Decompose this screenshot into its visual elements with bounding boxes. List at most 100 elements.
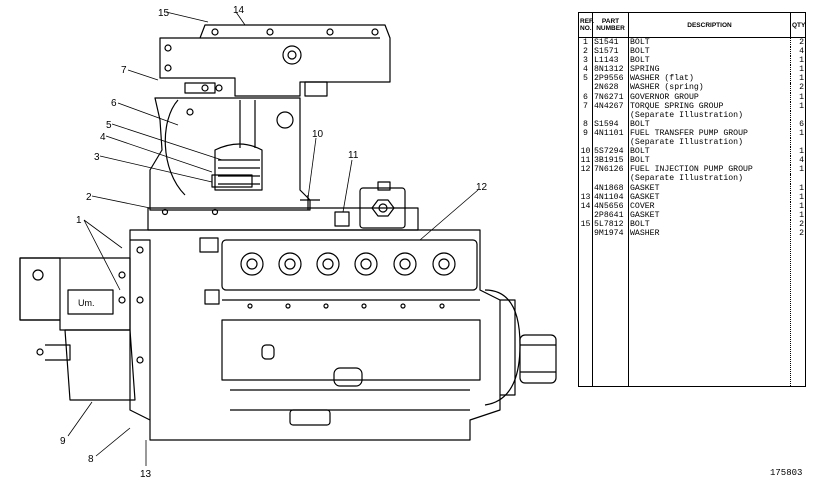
callout-2: 2 <box>86 192 92 203</box>
description-header: DESCRIPTION <box>628 12 791 38</box>
adapter-plate <box>147 181 419 231</box>
qty-cell: 1 <box>790 65 806 75</box>
ref-cell: 14 <box>578 201 593 211</box>
qty-header: QTY <box>790 12 806 38</box>
part-number-cell: 4N5656 <box>592 201 629 211</box>
qty-cell: 1 <box>790 210 806 220</box>
callout-13: 13 <box>140 469 152 480</box>
ref-cell: 8 <box>578 119 593 129</box>
description-cell: GOVERNOR GROUP <box>628 92 791 102</box>
callout-8: 8 <box>88 454 94 465</box>
callout-3: 3 <box>94 152 100 163</box>
description-cell: (Separate Illustration) <box>628 110 791 120</box>
description-cell: GASKET <box>628 192 791 202</box>
ref-cell: 7 <box>578 101 593 111</box>
description-cell: FUEL INJECTION PUMP GROUP <box>628 165 791 175</box>
table-row: (Separate Illustration) <box>578 138 806 148</box>
qty-cell: 6 <box>790 119 806 129</box>
qty-cell: 1 <box>790 147 806 157</box>
qty-cell: 1 <box>790 92 806 102</box>
description-cell: BOLT <box>628 147 791 157</box>
description-cell: SPRING <box>628 65 791 75</box>
description-cell: WASHER <box>628 228 791 387</box>
part-number-cell: 4N1101 <box>592 128 629 139</box>
callout-leader-lines <box>67 11 479 466</box>
governor-body <box>149 97 320 211</box>
qty-cell: 1 <box>790 128 806 139</box>
ref-cell: 5 <box>578 74 593 84</box>
ref-cell: 12 <box>578 165 593 175</box>
part-number-cell: 7N6271 <box>592 92 629 102</box>
description-cell: BOLT <box>628 119 791 129</box>
qty-cell <box>790 174 806 184</box>
description-cell: (Separate Illustration) <box>628 174 791 184</box>
ref-cell <box>578 174 593 184</box>
plate-lettering: Um. <box>78 298 95 308</box>
ref-cell: 4 <box>578 65 593 75</box>
qty-cell: 1 <box>790 192 806 202</box>
description-cell: BOLT <box>628 219 791 229</box>
part-number-cell: 3B1915 <box>592 156 629 166</box>
qty-cell: 2 <box>790 37 806 48</box>
part-number-cell: 5S7294 <box>592 147 629 157</box>
part-number-cell: S1571 <box>592 47 629 57</box>
description-cell: WASHER (flat) <box>628 74 791 84</box>
description-cell: COVER <box>628 201 791 211</box>
qty-cell <box>790 110 806 120</box>
ref-cell <box>578 110 593 120</box>
callout-15: 15 <box>158 8 170 19</box>
ref-cell: 2 <box>578 47 593 57</box>
description-cell: WASHER (spring) <box>628 83 791 93</box>
ref-cell: 3 <box>578 56 593 66</box>
qty-cell: 2 <box>790 219 806 229</box>
part-number-cell: 2N628 <box>592 83 629 93</box>
ref-cell <box>578 210 593 220</box>
qty-cell: 1 <box>790 56 806 66</box>
part-number-cell: S1594 <box>592 119 629 129</box>
qty-cell: 1 <box>790 101 806 111</box>
ref-cell: 1 <box>578 37 593 48</box>
qty-cell: 1 <box>790 165 806 175</box>
part-number-cell: 4N1868 <box>592 183 629 193</box>
qty-cell: 1 <box>790 74 806 84</box>
qty-cell: 1 <box>790 201 806 211</box>
table-row: (Separate Illustration) <box>578 174 806 184</box>
part-number-cell: 8N1312 <box>592 65 629 75</box>
callout-7: 7 <box>121 65 127 76</box>
callout-11: 11 <box>348 150 359 161</box>
part-number-cell: 7N6126 <box>592 165 629 175</box>
description-cell: BOLT <box>628 47 791 57</box>
callout-numbers: 15 14 7 6 5 4 3 2 1 10 11 12 9 8 13 Um. <box>60 5 488 480</box>
part-number-cell: S1541 <box>592 37 629 48</box>
callout-1: 1 <box>76 215 82 226</box>
ref-cell: 9 <box>578 128 593 139</box>
qty-cell: 4 <box>790 47 806 57</box>
ref-cell: 6 <box>578 92 593 102</box>
parts-table-header: REF. NO. PART NUMBER DESCRIPTION QTY <box>578 12 806 38</box>
part-number-cell: 2P8641 <box>592 210 629 220</box>
description-cell: FUEL TRANSFER PUMP GROUP <box>628 128 791 139</box>
callout-6: 6 <box>111 98 117 109</box>
description-cell: GASKET <box>628 183 791 193</box>
qty-cell: 2 <box>790 228 806 387</box>
ref-cell <box>578 228 593 387</box>
governor-housing <box>159 24 391 97</box>
callout-14: 14 <box>233 5 245 16</box>
ref-cell: 11 <box>578 156 593 166</box>
callout-10: 10 <box>312 129 324 140</box>
